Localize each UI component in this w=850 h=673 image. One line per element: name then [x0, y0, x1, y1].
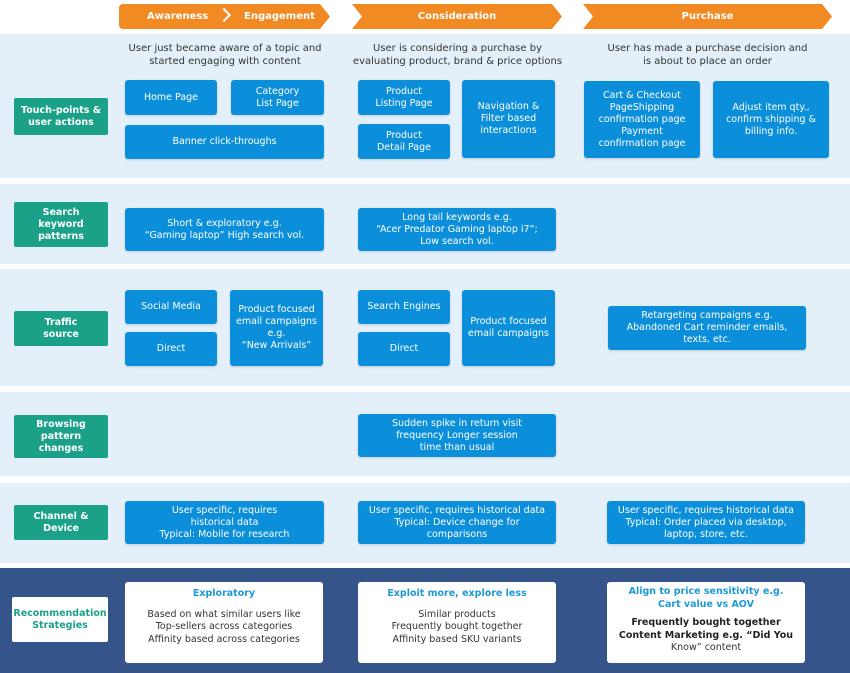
box-navigation-filter: Navigation & Filter based interactions — [462, 80, 555, 158]
stage-awareness-label: Awareness — [147, 11, 209, 22]
row-label-traffic: Traffic source — [14, 311, 108, 346]
box-browsing-consideration: Sudden spike in return visit frequency L… — [358, 414, 556, 457]
row-label-touchpoints: Touch-points & user actions — [14, 98, 108, 135]
card-price-line: Frequently bought together — [631, 617, 781, 628]
box-cart-checkout: Cart & Checkout PageShipping confirmatio… — [584, 81, 700, 158]
box-product-detail-page: Product Detail Page — [358, 124, 450, 159]
stage-awareness-engagement: Awareness Engagement — [119, 4, 330, 29]
row-label-browsing: Browsing pattern changes — [14, 415, 108, 458]
card-exploit: Exploit more, explore less Similar produ… — [358, 582, 556, 663]
card-price-line: Know” content — [670, 642, 742, 653]
box-adjust-item: Adjust item qty., confirm shipping & bil… — [713, 81, 829, 158]
card-price-title: Align to price sensitivity e.g. Cart val… — [628, 586, 784, 610]
card-exploratory-line: Top-sellers across categories — [155, 621, 293, 632]
description-purchase: User has made a purchase decision and is… — [607, 43, 808, 67]
description-awareness: User just became aware of a topic and st… — [128, 43, 322, 67]
stage-purchase-label: Purchase — [681, 11, 734, 22]
description-consideration: User is considering a purchase by evalua… — [352, 43, 563, 67]
box-email-new-arrivals: Product focused email campaigns e.g. “Ne… — [230, 290, 323, 366]
stage-consideration: Consideration — [352, 4, 562, 29]
card-price: Align to price sensitivity e.g. Cart val… — [607, 582, 805, 663]
card-exploit-line: Similar products — [418, 608, 496, 620]
stage-engagement-label: Engagement — [244, 11, 315, 22]
box-search-engines: Search Engines — [358, 290, 450, 324]
card-exploit-title: Exploit more, explore less — [387, 588, 527, 599]
chevron-right-icon — [217, 8, 231, 22]
box-retargeting: Retargeting campaigns e.g. Abandoned Car… — [608, 306, 806, 350]
box-search-consideration: Long tail keywords e.g. “Acer Predator G… — [358, 208, 556, 251]
card-exploratory: Exploratory Based on what similar users … — [125, 582, 323, 663]
box-channel-purchase: User specific, requires historical data … — [607, 501, 805, 544]
card-exploratory-title: Exploratory — [192, 588, 256, 599]
box-category-list-page: Category List Page — [231, 80, 324, 115]
box-search-awareness: Short & exploratory e.g. “Gaming laptop”… — [125, 208, 324, 251]
card-exploratory-line: Based on what similar users like — [147, 608, 301, 620]
row-label-recommendation: Recommendation Strategies — [12, 597, 108, 642]
row-label-search: Search keyword patterns — [14, 202, 108, 247]
box-banner-click-throughs: Banner click-throughs — [125, 125, 324, 159]
card-exploit-line: Frequently bought together — [391, 621, 523, 632]
card-exploratory-line: Affinity based across categories — [148, 633, 300, 645]
box-email-product: Product focused email campaigns — [462, 290, 555, 366]
box-direct-awareness: Direct — [125, 332, 217, 366]
stage-purchase: Purchase — [583, 4, 832, 29]
box-direct-consideration: Direct — [358, 332, 450, 366]
box-channel-awareness: User specific, requires historical data … — [125, 501, 324, 544]
box-social-media: Social Media — [125, 290, 217, 324]
box-channel-consideration: User specific, requires historical data … — [358, 501, 556, 544]
card-exploit-line: Affinity based SKU variants — [392, 633, 522, 645]
row-label-channel: Channel & Device — [14, 505, 108, 540]
stage-consideration-label: Consideration — [417, 11, 497, 22]
card-price-line: Content Marketing e.g. “Did You — [618, 629, 794, 641]
box-product-listing-page: Product Listing Page — [358, 80, 450, 115]
box-home-page: Home Page — [125, 80, 217, 115]
